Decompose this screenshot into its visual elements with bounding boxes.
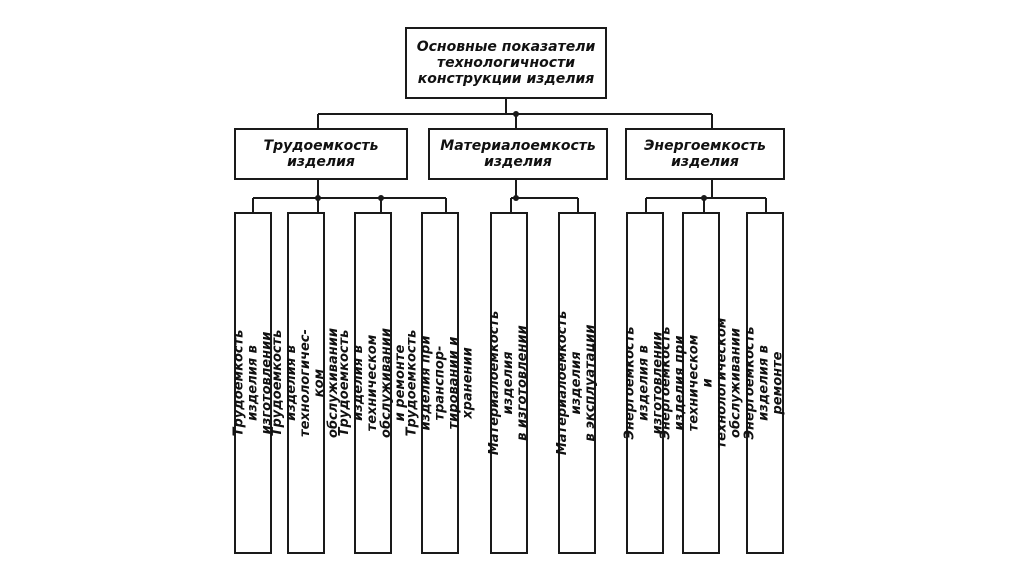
leaf-label: Материалоемкость изделия в изготовлении: [487, 310, 531, 456]
category-label: Материалоемкость изделия: [440, 138, 596, 170]
leaf-energy-repair: Энергоемкость изделия в ремонте: [743, 212, 786, 554]
junction-dot: [513, 195, 519, 201]
junction-dot: [315, 195, 321, 201]
leaf-material-operation: Материалоемкость изделия в эксплуатации: [555, 212, 599, 554]
leaf-labour-manufacturing: Трудоемкость изделия в изготовлении: [231, 212, 274, 554]
leaf-labour-maintenance-repair: Трудоемкость изделия в техническом обслу…: [337, 212, 408, 554]
category-labour-intensity: Трудоемкость изделия: [234, 128, 408, 180]
leaf-material-manufacturing: Материалоемкость изделия в изготовлении: [487, 212, 531, 554]
leaf-label: Трудоемкость изделия при транспор- тиров…: [404, 329, 475, 437]
category-label: Трудоемкость изделия: [263, 138, 379, 170]
junction-dot: [378, 195, 384, 201]
category-energy-intensity: Энергоемкость изделия: [625, 128, 785, 180]
leaf-label: Трудоемкость изделия в технологичес- ком…: [270, 328, 341, 438]
leaf-label: Трудоемкость изделия в техническом обслу…: [337, 328, 408, 438]
leaf-label: Энергоемкость изделия при техническом и …: [658, 317, 744, 449]
leaf-energy-manufacturing: Энергоемкость изделия в изготовлении: [623, 212, 666, 554]
leaf-label: Энергоемкость изделия в ремонте: [743, 326, 786, 440]
category-material-intensity: Материалоемкость изделия: [428, 128, 608, 180]
leaf-label: Трудоемкость изделия в изготовлении: [231, 329, 274, 437]
junction-dot: [513, 111, 519, 117]
leaf-labour-transport-storage: Трудоемкость изделия при транспор- тиров…: [404, 212, 475, 554]
leaf-labour-technological-service: Трудоемкость изделия в технологичес- ком…: [270, 212, 341, 554]
leaf-energy-service: Энергоемкость изделия при техническом и …: [658, 212, 744, 554]
category-label: Энергоемкость изделия: [644, 138, 766, 170]
junction-dot: [701, 195, 707, 201]
root-node-label: Основные показатели технологичности конс…: [416, 39, 596, 87]
leaf-label: Материалоемкость изделия в эксплуатации: [555, 310, 599, 456]
root-node: Основные показатели технологичности конс…: [405, 27, 607, 99]
